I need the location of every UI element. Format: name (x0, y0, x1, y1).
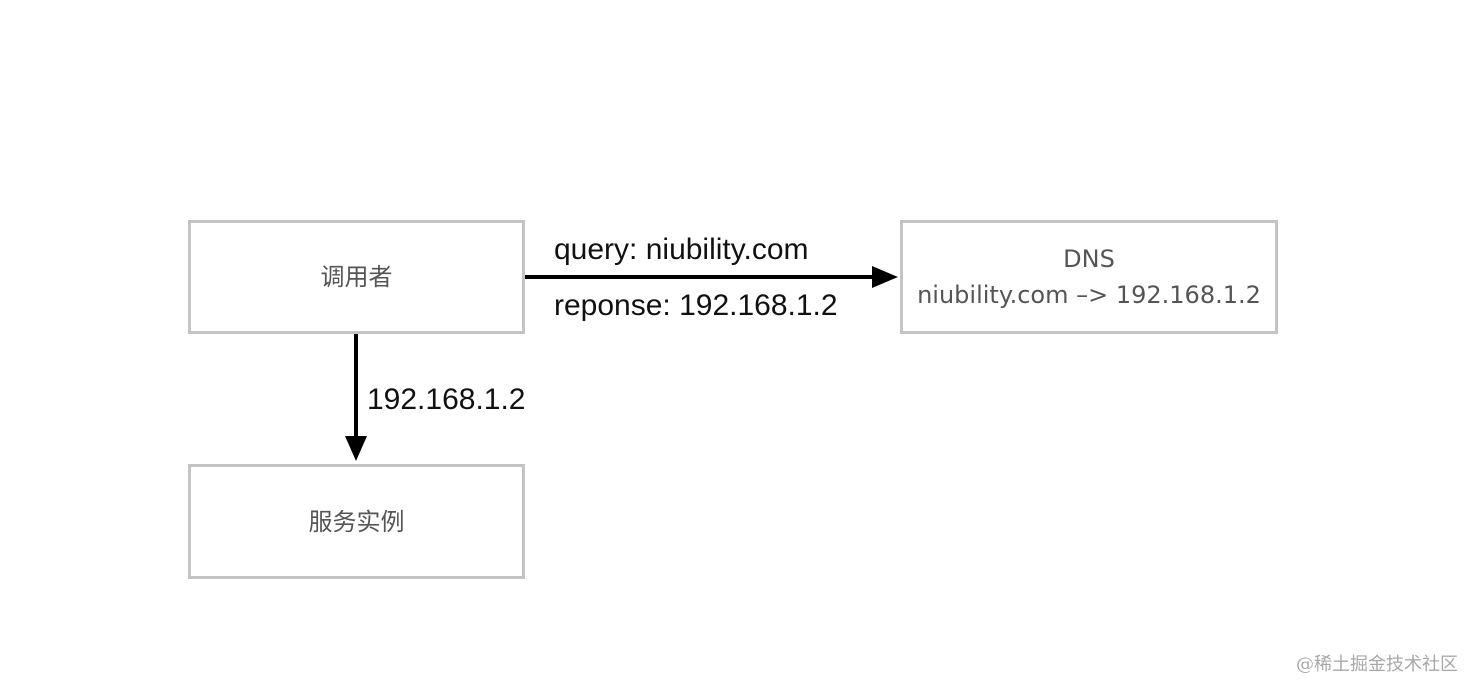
dns-node: DNS niubility.com –> 192.168.1.2 (900, 220, 1278, 334)
resolve-arrowhead (345, 436, 367, 461)
watermark: @稀土掘金技术社区 (1296, 654, 1458, 675)
dns-record: niubility.com –> 192.168.1.2 (917, 281, 1261, 309)
caller-label: 调用者 (320, 263, 393, 291)
service-instance-node: 服务实例 (188, 464, 525, 579)
service-instance-label: 服务实例 (308, 507, 405, 536)
resolved-ip-edge-label: 192.168.1.2 (367, 383, 526, 416)
query-edge-label: query: niubility.com (554, 233, 809, 266)
caller-node: 调用者 (188, 220, 525, 334)
response-edge-label: reponse: 192.168.1.2 (554, 289, 838, 322)
dns-title: DNS (1063, 245, 1115, 273)
query-arrowhead (872, 266, 898, 288)
